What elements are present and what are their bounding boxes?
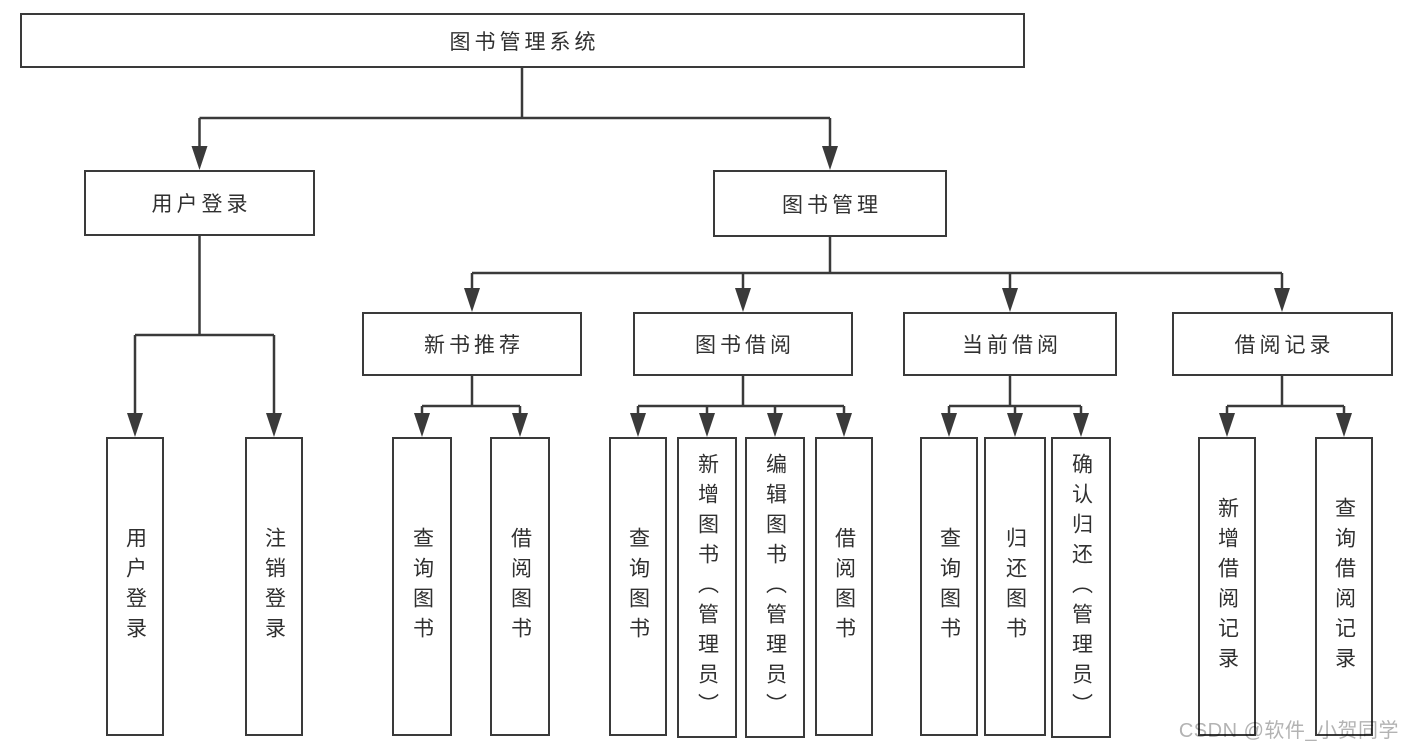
- leaf-return-book: 归还图书: [984, 437, 1046, 736]
- leaf-confirm-return-admin: 确认归还（管理员）: [1051, 437, 1111, 738]
- arrowheads: [127, 146, 1352, 437]
- node-new-book-recommend: 新书推荐: [362, 312, 582, 376]
- leaf-borrow-books-recommend: 借阅图书: [490, 437, 550, 736]
- leaf-logout: 注销登录: [245, 437, 303, 736]
- watermark: CSDN @软件_小贺同学: [1178, 720, 1399, 742]
- leaf-query-books-current: 查询图书: [920, 437, 978, 736]
- leaf-borrow-books-borrowing: 借阅图书: [815, 437, 873, 736]
- node-library-system: 图书管理系统: [20, 13, 1025, 68]
- leaf-query-books-borrowing: 查询图书: [609, 437, 667, 736]
- leaf-edit-book-admin: 编辑图书（管理员）: [745, 437, 805, 738]
- leaf-query-borrow-record: 查询借阅记录: [1315, 437, 1373, 736]
- node-book-borrowing: 图书借阅: [633, 312, 853, 376]
- node-borrowing-records: 借阅记录: [1172, 312, 1393, 376]
- node-current-borrowing: 当前借阅: [903, 312, 1117, 376]
- node-user-login-branch: 用户登录: [84, 170, 315, 236]
- leaf-add-borrow-record: 新增借阅记录: [1198, 437, 1256, 736]
- leaf-add-book-admin: 新增图书（管理员）: [677, 437, 737, 738]
- leaf-query-books-recommend: 查询图书: [392, 437, 452, 736]
- leaf-user-login: 用户登录: [106, 437, 164, 736]
- node-book-management: 图书管理: [713, 170, 947, 237]
